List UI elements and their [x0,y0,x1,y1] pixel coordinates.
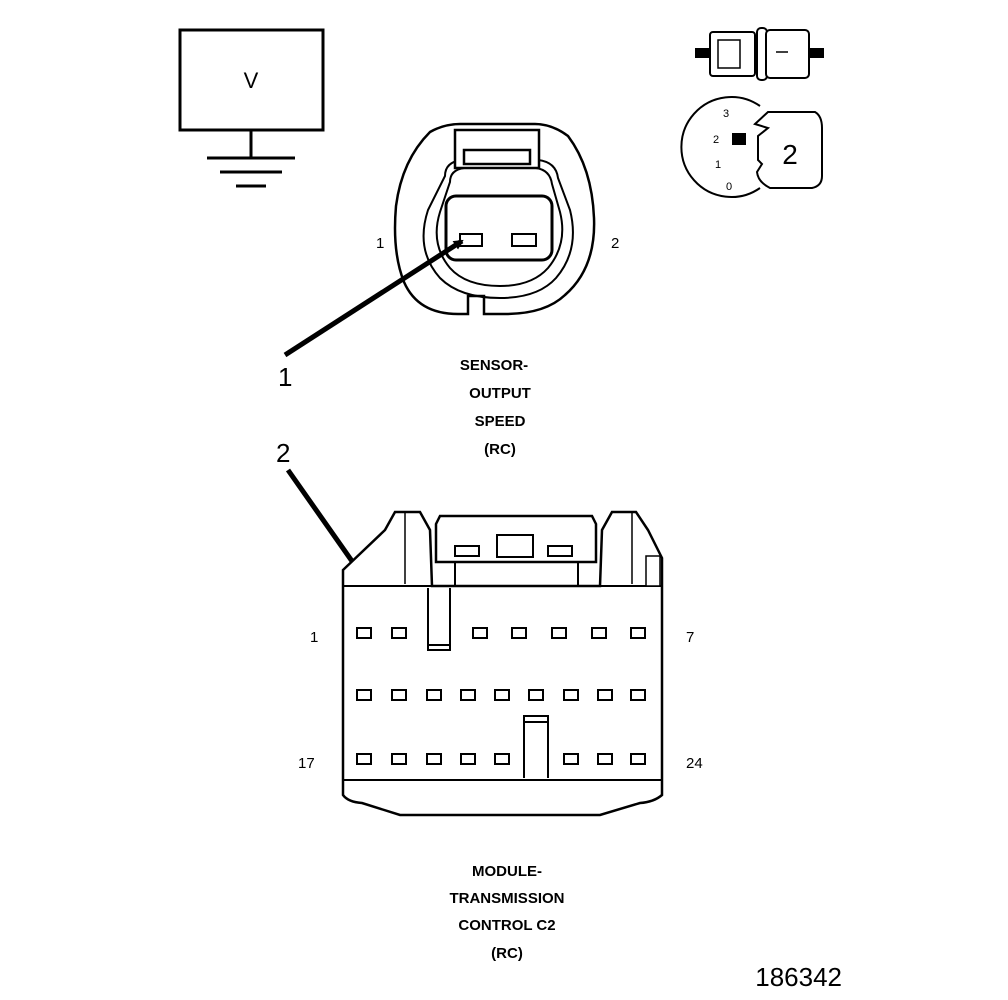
module-pin [551,627,567,639]
module-pin-row-2 [356,689,646,701]
module-pin [472,627,488,639]
svg-text:(RC): (RC) [491,945,523,962]
module-pin [356,627,372,639]
scale-label-1: 1 [715,159,721,171]
module-pin [511,627,527,639]
voltmeter-label: V [244,68,259,93]
module-pin [591,627,607,639]
module-pin [630,753,646,765]
svg-text:SENSOR-: SENSOR- [460,357,528,374]
svg-text:SPEED: SPEED [475,413,526,430]
module-pin [597,753,613,765]
svg-text:OUTPUT: OUTPUT [469,385,531,402]
svg-text:MODULE-: MODULE- [472,863,542,880]
svg-text:(RC): (RC) [484,441,516,458]
module-pin-row-1 [356,627,646,639]
sensor-pin-2 [511,233,537,247]
module-pin-label-1: 1 [310,629,318,646]
module-pin [391,753,407,765]
module-pin [356,689,372,701]
callout-2-label: 2 [276,438,290,468]
module-pin [597,689,613,701]
module-pin [356,753,372,765]
module-pin [391,627,407,639]
scale-label-2: 2 [713,134,719,146]
module-pin [391,689,407,701]
probe-socket-icon: 2 [680,96,823,198]
module-pin [494,689,510,701]
module-pin-label-17: 17 [298,755,315,772]
module-caption: MODULE- TRANSMISSION CONTROL C2 (RC) [449,863,564,962]
svg-text:CONTROL C2: CONTROL C2 [458,917,555,934]
module-pin [426,753,442,765]
module-pin [426,689,442,701]
module-pin [494,753,510,765]
figure-id: 186342 [755,962,842,992]
module-pin-label-24: 24 [686,755,703,772]
callout-1-arrow [283,238,464,358]
ground-icon [207,156,295,188]
module-pin [630,627,646,639]
sensor-connector [393,122,596,316]
module-pin-row-3 [356,753,646,765]
scale-label-3: 3 [723,108,729,120]
module-pin [563,689,579,701]
module-pin [528,689,544,701]
probe-number: 2 [782,139,798,170]
sensor-pin-1 [459,233,483,247]
module-pin [630,689,646,701]
sensor-pin-label-1: 1 [376,235,384,252]
module-pin [460,753,476,765]
module-pin-label-7: 7 [686,629,694,646]
voltmeter-symbol: V [178,28,325,188]
sensor-caption: SENSOR- OUTPUT SPEED (RC) [460,357,531,458]
probe-adapter-icon [695,27,824,81]
callout-1-label: 1 [278,362,292,392]
scale-label-0: 0 [726,181,732,193]
sensor-pin-label-2: 2 [611,235,619,252]
module-pin [460,689,476,701]
module-connector [341,510,664,817]
module-pin [563,753,579,765]
svg-text:TRANSMISSION: TRANSMISSION [449,890,564,907]
